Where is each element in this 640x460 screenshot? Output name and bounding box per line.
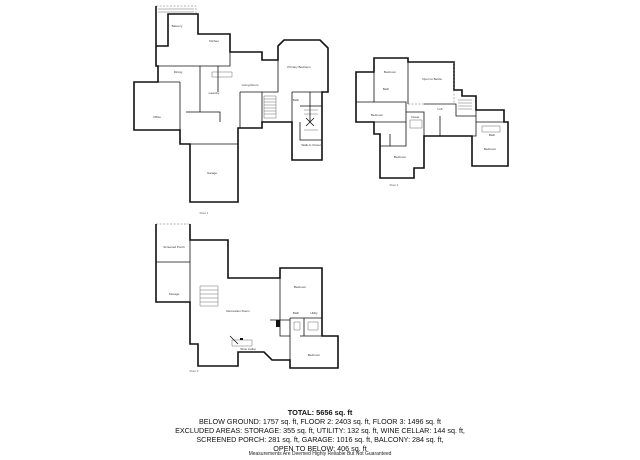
svg-text:Bath: Bath bbox=[489, 133, 496, 137]
disclaimer: Measurements Are Deemed Highly Reliable … bbox=[248, 451, 392, 457]
svg-text:Floor 1: Floor 1 bbox=[200, 211, 209, 215]
area-line-3: SCREENED PORCH: 281 sq. ft, GARAGE: 1016… bbox=[196, 435, 444, 444]
svg-text:Open to Below: Open to Below bbox=[422, 77, 443, 81]
svg-text:Bedroom: Bedroom bbox=[294, 285, 307, 289]
svg-text:Primary Bedroom: Primary Bedroom bbox=[287, 65, 311, 69]
svg-text:Bath: Bath bbox=[293, 98, 300, 102]
svg-text:Loft: Loft bbox=[437, 107, 442, 111]
svg-text:Storage: Storage bbox=[169, 292, 180, 296]
svg-text:Floor 0: Floor 0 bbox=[190, 369, 199, 373]
svg-text:Office: Office bbox=[153, 115, 161, 119]
svg-text:Bedroom: Bedroom bbox=[371, 113, 384, 117]
svg-text:Wine Cellar: Wine Cellar bbox=[240, 347, 256, 351]
svg-text:Utility: Utility bbox=[310, 311, 318, 315]
svg-text:Garage: Garage bbox=[207, 171, 217, 175]
floor-plan-main-level: Balcony Kitchen Dining Living Room Offic… bbox=[133, 5, 329, 215]
area-summary: TOTAL: 5656 sq. ft BELOW GROUND: 1757 sq… bbox=[0, 408, 640, 453]
svg-text:Walk-in Closet: Walk-in Closet bbox=[301, 143, 320, 147]
svg-text:Living Room: Living Room bbox=[242, 83, 259, 87]
area-line-4: OPEN TO BELOW: 406 sq. ft bbox=[273, 444, 367, 453]
svg-text:Kitchen: Kitchen bbox=[209, 39, 219, 43]
svg-text:Recreation Room: Recreation Room bbox=[226, 309, 250, 313]
floor-plan-lower-level: Screened Porch Storage Recreation Room B… bbox=[155, 223, 339, 373]
svg-text:Bath: Bath bbox=[293, 311, 300, 315]
svg-text:Closet: Closet bbox=[411, 115, 420, 119]
floor-plan-upper-level: Bedroom Bath Open to Below Loft Bedroom … bbox=[355, 57, 509, 187]
total-area: TOTAL: 5656 sq. ft bbox=[287, 408, 353, 417]
area-line-1: BELOW GROUND: 1757 sq. ft, FLOOR 2: 2403… bbox=[198, 417, 442, 426]
svg-text:Screened Porch: Screened Porch bbox=[163, 245, 185, 249]
floor-plan-drawing: Balcony Kitchen Dining Living Room Offic… bbox=[133, 5, 509, 373]
svg-text:Floor 2: Floor 2 bbox=[390, 183, 399, 187]
area-line-2: EXCLUDED AREAS: STORAGE: 355 sq. ft, UTI… bbox=[175, 426, 465, 435]
svg-text:Dining: Dining bbox=[174, 70, 183, 74]
svg-text:Balcony: Balcony bbox=[172, 24, 183, 28]
svg-text:Laundry: Laundry bbox=[209, 91, 220, 95]
svg-text:Bedroom: Bedroom bbox=[484, 147, 497, 151]
svg-text:Bedroom: Bedroom bbox=[308, 353, 321, 357]
svg-text:Bath: Bath bbox=[383, 87, 390, 91]
svg-text:Bedroom: Bedroom bbox=[394, 155, 407, 159]
svg-text:Bedroom: Bedroom bbox=[384, 70, 397, 74]
